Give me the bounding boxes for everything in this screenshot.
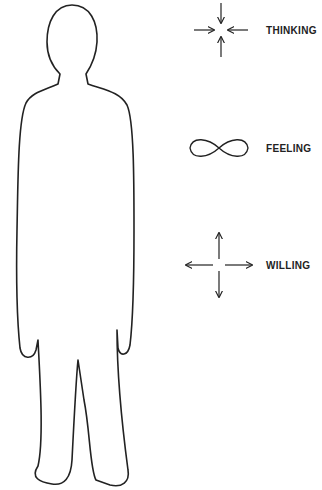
arrow	[218, 271, 219, 297]
symbol-label: FEELING	[266, 143, 311, 154]
human-outline	[17, 5, 134, 486]
arrow	[194, 29, 214, 30]
symbol-label: THINKING	[266, 25, 317, 36]
arrow	[225, 264, 252, 265]
arrow	[220, 3, 221, 23]
lemniscate-symbol	[190, 140, 248, 157]
inward-arrows-symbol	[194, 3, 248, 57]
arrow	[220, 37, 221, 57]
arrow	[228, 29, 248, 30]
symbol-label: WILLING	[266, 260, 310, 271]
arrow	[186, 264, 213, 265]
arrow	[218, 233, 219, 259]
outward-arrows-symbol	[186, 233, 252, 297]
